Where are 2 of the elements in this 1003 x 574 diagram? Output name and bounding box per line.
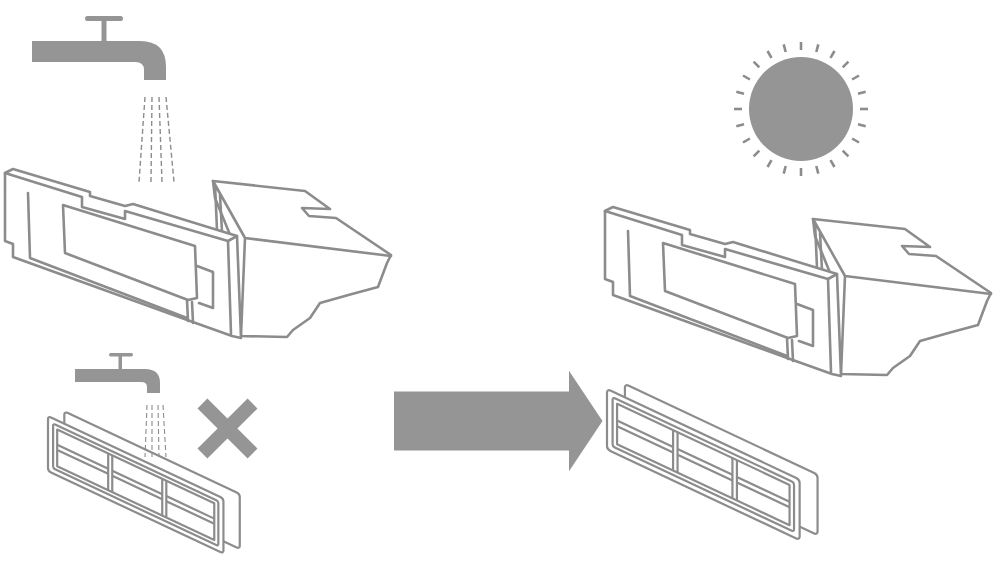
block-arrow xyxy=(394,370,603,472)
drying-illustration xyxy=(603,40,994,543)
